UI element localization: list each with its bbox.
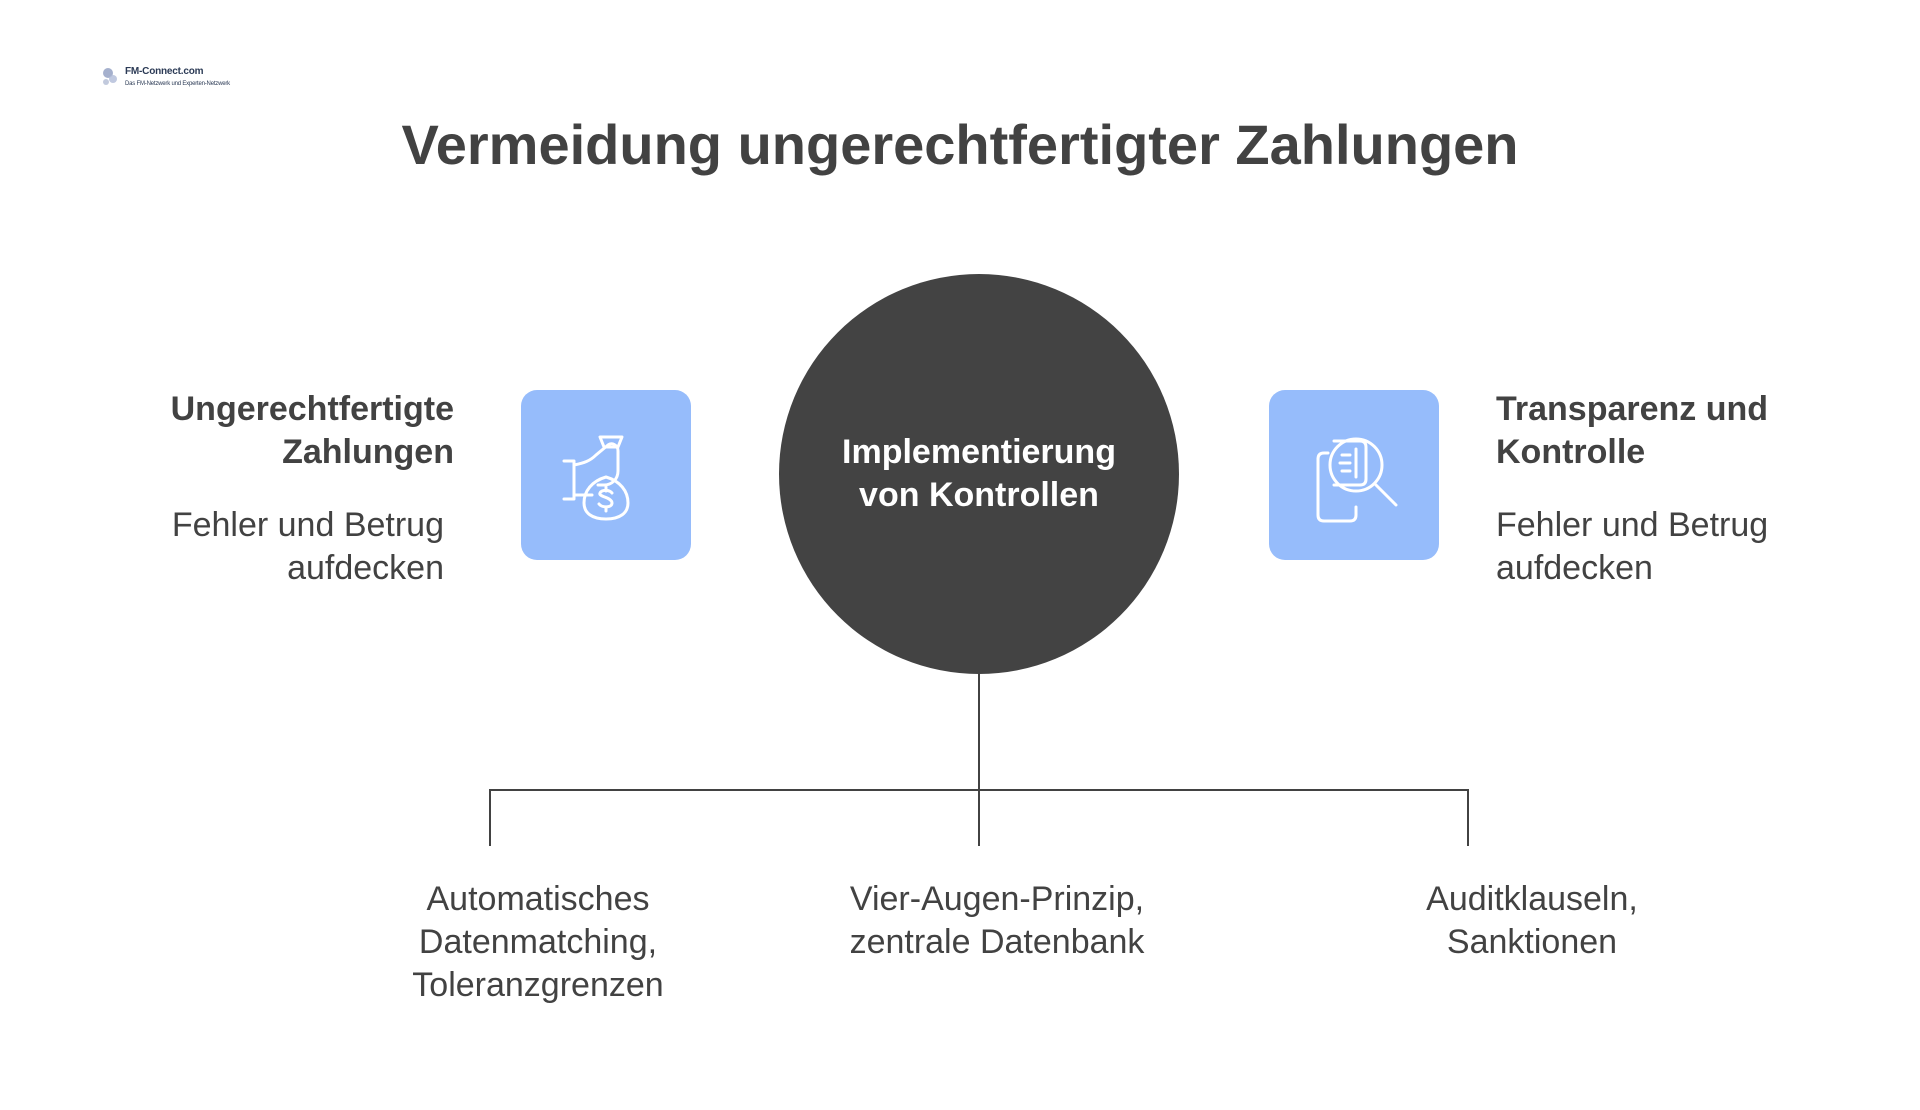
- branch-label-1: Automatisches Datenmatching, Toleranzgre…: [412, 880, 664, 1004]
- branch-label-3: Auditklauseln, Sanktionen: [1426, 880, 1638, 961]
- logo-name: FM-Connect.com: [125, 66, 204, 77]
- logo: FM-Connect.com Das FM-Netzwerk und Exper…: [100, 64, 230, 90]
- document-search-icon-box: [1269, 390, 1439, 560]
- right-text: Fehler und Betrug aufdecken: [1496, 506, 1769, 587]
- document-search-icon: [1316, 437, 1398, 523]
- money-bag-hand-icon-box: [521, 390, 691, 560]
- branch-label-2: Vier-Augen-Prinzip, zentrale Datenbank: [849, 880, 1145, 961]
- logo-mark-icon: [103, 68, 117, 85]
- right-heading: Transparenz und Kontrolle: [1496, 390, 1769, 471]
- logo-text: FM-Connect.com Das FM-Netzwerk und Exper…: [125, 66, 230, 88]
- left-text: Fehler und Betrug aufdecken: [171, 506, 444, 587]
- center-circle: Implementierung von Kontrollen: [779, 274, 1179, 674]
- logo-tagline: Das FM-Netzwerk und Experten-Netzwerk: [125, 81, 230, 87]
- left-heading: Ungerechtfertigte Zahlungen: [170, 390, 454, 471]
- page-title: Vermeidung ungerechtfertigter Zahlungen: [401, 113, 1519, 176]
- center-label: Implementierung von Kontrollen: [842, 433, 1116, 514]
- money-bag-hand-icon: [562, 435, 630, 521]
